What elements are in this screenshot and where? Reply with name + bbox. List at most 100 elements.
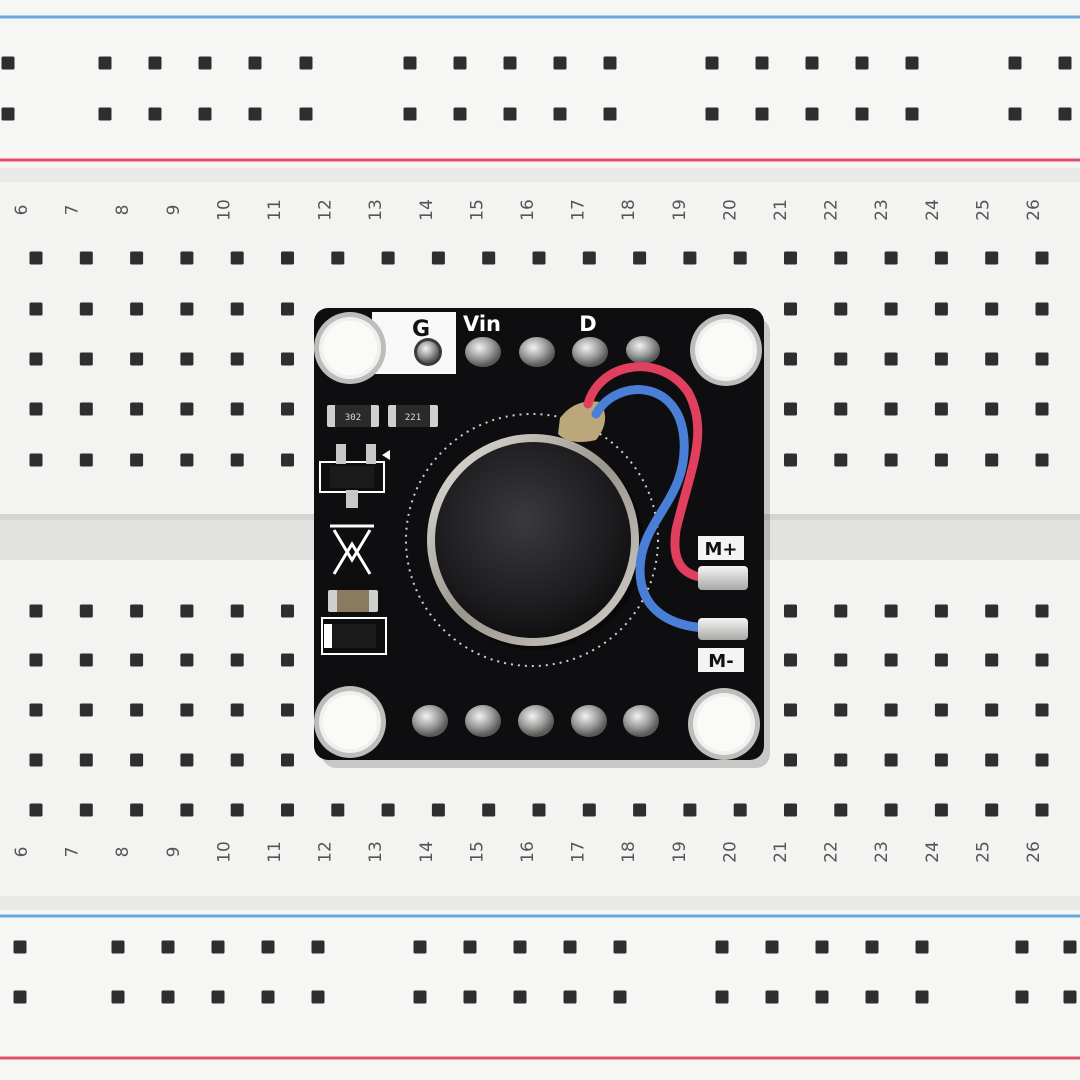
row-number: 18 — [619, 841, 639, 863]
breadboard-hole — [79, 251, 93, 265]
smd-diode — [321, 617, 387, 655]
coin-vibration-motor — [427, 434, 644, 650]
breadboard-hole — [985, 251, 999, 265]
breadboard-hole — [784, 703, 797, 717]
breadboard-hole — [582, 251, 596, 265]
breadboard-hole — [905, 56, 919, 70]
breadboard-hole — [29, 653, 43, 667]
smd-capacitor — [328, 590, 378, 612]
breadboard-hole — [765, 940, 779, 954]
breadboard-hole — [884, 352, 898, 366]
breadboard-hole — [1, 56, 15, 70]
breadboard-hole — [1035, 653, 1049, 667]
breadboard-hole — [784, 803, 797, 817]
breadboard-hole — [513, 940, 527, 954]
motor-label-negative: M- — [708, 651, 733, 672]
breadboard-hole — [985, 753, 999, 767]
breadboard-hole — [311, 990, 325, 1004]
row-number: 24 — [923, 841, 943, 863]
breadboard-hole — [281, 352, 294, 366]
breadboard-hole — [985, 302, 999, 316]
breadboard-hole — [230, 453, 244, 467]
breadboard-hole — [79, 453, 93, 467]
mounting-hole-bottom-left — [314, 686, 386, 758]
row-number: 26 — [1024, 199, 1044, 221]
breadboard-hole — [784, 352, 797, 366]
breadboard-hole — [1063, 940, 1077, 954]
breadboard-hole — [884, 653, 898, 667]
breadboard-hole — [281, 753, 294, 767]
row-number: 8 — [113, 205, 133, 216]
breadboard-hole — [230, 604, 244, 618]
breadboard-hole — [1063, 990, 1077, 1004]
breadboard-hole — [180, 352, 194, 366]
row-number: 25 — [973, 841, 993, 863]
header-pin-vin — [465, 337, 501, 367]
breadboard-hole — [633, 803, 647, 817]
breadboard-hole — [180, 453, 194, 467]
header-pin-data — [572, 337, 608, 367]
breadboard-hole — [784, 453, 797, 467]
breadboard-hole — [198, 107, 212, 121]
breadboard-hole — [532, 803, 546, 817]
breadboard-hole — [705, 107, 719, 121]
breadboard-hole — [13, 990, 27, 1004]
breadboard-hole — [98, 56, 112, 70]
breadboard-hole — [1008, 107, 1022, 121]
breadboard-holes — [1, 56, 1077, 1004]
breadboard-hole — [13, 940, 27, 954]
breadboard-hole — [1058, 107, 1072, 121]
breadboard-hole — [413, 990, 427, 1004]
breadboard-hole — [381, 803, 395, 817]
breadboard-hole — [299, 56, 313, 70]
breadboard-hole — [1035, 453, 1049, 467]
transistor-sot23 — [319, 444, 390, 508]
breadboard-hole — [211, 990, 225, 1004]
breadboard-hole — [1015, 990, 1029, 1004]
row-number: 19 — [670, 199, 690, 221]
breadboard-hole — [934, 302, 948, 316]
breadboard-hole — [299, 107, 313, 121]
breadboard-hole — [29, 803, 43, 817]
row-number: 15 — [467, 841, 487, 863]
breadboard-hole — [130, 703, 144, 717]
row-number: 21 — [771, 841, 791, 863]
breadboard-hole — [180, 703, 194, 717]
row-number: 12 — [316, 199, 336, 221]
row-number: 11 — [265, 841, 285, 863]
breadboard-hole — [805, 107, 819, 121]
mounting-hole-top-right — [690, 314, 762, 386]
breadboard-hole — [934, 604, 948, 618]
breadboard-hole — [161, 940, 175, 954]
breadboard-hole — [683, 251, 697, 265]
breadboard-hole — [79, 352, 93, 366]
breadboard-hole — [784, 653, 797, 667]
breadboard-hole — [834, 402, 848, 416]
breadboard-hole — [834, 753, 848, 767]
breadboard-hole — [985, 402, 999, 416]
row-number: 14 — [417, 841, 437, 863]
row-number: 23 — [872, 841, 892, 863]
breadboard-hole — [582, 803, 596, 817]
row-number: 6 — [12, 847, 32, 858]
mounting-hole-bottom-right — [688, 688, 760, 760]
breadboard-hole — [413, 940, 427, 954]
row-number: 18 — [619, 199, 639, 221]
breadboard-hole — [211, 940, 225, 954]
pin-label-data: D — [579, 312, 596, 336]
breadboard-hole — [1035, 402, 1049, 416]
breadboard-hole — [784, 251, 797, 265]
mounting-hole-top-left — [314, 312, 386, 384]
breadboard-hole — [884, 302, 898, 316]
wire-red — [583, 362, 717, 583]
breadboard-hole — [29, 302, 43, 316]
breadboard-hole — [563, 990, 577, 1004]
breadboard-hole — [934, 653, 948, 667]
breadboard-hole — [784, 753, 797, 767]
breadboard-hole — [834, 302, 848, 316]
breadboard-hole — [985, 653, 999, 667]
breadboard-hole — [715, 990, 729, 1004]
breadboard-hole — [934, 352, 948, 366]
header-pin-nc — [519, 337, 555, 367]
breadboard-hole — [130, 803, 144, 817]
